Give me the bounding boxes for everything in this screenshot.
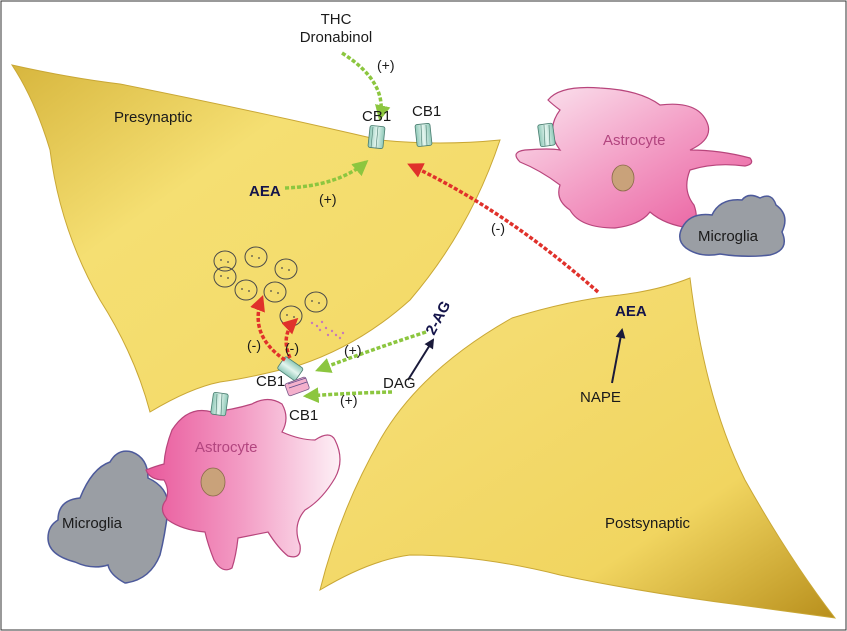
label-plus-dag: (+)	[340, 392, 358, 408]
label-dag: DAG	[383, 375, 416, 392]
arrow-aea-to-cb1	[284, 159, 369, 190]
label-postsynaptic: Postsynaptic	[605, 515, 691, 532]
astrocyte-bottom-nucleus	[200, 467, 226, 497]
microglia-top	[679, 194, 786, 258]
cb1-receptor-top-left	[367, 125, 386, 149]
label-minus-left: (-)	[247, 337, 261, 353]
arrow-2ag-to-cb1	[315, 330, 427, 373]
label-nape: NAPE	[580, 389, 621, 406]
synaptic-vesicles	[213, 246, 328, 327]
label-minus-long: (-)	[491, 220, 505, 236]
label-aea-postsynaptic: AEA	[615, 303, 647, 320]
label-astrocyte-bottom: Astrocyte	[195, 439, 258, 456]
postsynaptic-neuron	[319, 277, 837, 619]
label-microglia-bottom: Microglia	[62, 515, 123, 532]
cb1-receptor-astrocyte-top	[537, 122, 556, 148]
arrow-thc-to-cb1	[341, 51, 391, 122]
label-presynaptic: Presynaptic	[114, 109, 193, 126]
cb1-receptor-astrocyte-bottom	[210, 391, 229, 417]
label-cb1-top-right: CB1	[412, 103, 441, 120]
label-cb1-bottom-right: CB1	[289, 407, 318, 424]
label-cb1-top-left: CB1	[362, 108, 391, 125]
arrow-nape-to-aea	[611, 328, 626, 384]
label-dronabinol: Dronabinol	[300, 29, 373, 46]
arrow-cb1-inhibit-right	[281, 317, 299, 359]
label-plus-2ag: (+)	[344, 342, 362, 358]
arrow-cb1-inhibit-left	[250, 295, 286, 362]
label-minus-right: (-)	[285, 340, 299, 356]
presynaptic-neuron	[10, 64, 501, 413]
arrow-dag-to-2ag	[407, 338, 435, 381]
cb1-receptor-top-right	[414, 123, 433, 147]
arrow-postsynaptic-aea-to-cb1	[407, 163, 600, 294]
label-thc: THC	[321, 11, 352, 28]
released-neurotransmitter	[310, 320, 345, 340]
label-plus-aea: (+)	[319, 191, 337, 207]
label-microglia-top: Microglia	[698, 228, 759, 245]
arrow-dag-to-cb1	[302, 387, 393, 403]
label-aea-presynaptic: AEA	[249, 183, 281, 200]
label-astrocyte-top: Astrocyte	[603, 132, 666, 149]
vesicle-dots	[220, 255, 320, 318]
cb1-receptor-bottom-left	[277, 356, 304, 381]
label-plus-thc: (+)	[377, 57, 395, 73]
astrocyte-bottom	[145, 398, 341, 571]
astrocyte-top-nucleus	[611, 164, 635, 192]
microglia-bottom	[47, 450, 169, 584]
label-cb1-bottom-left: CB1	[256, 373, 285, 390]
